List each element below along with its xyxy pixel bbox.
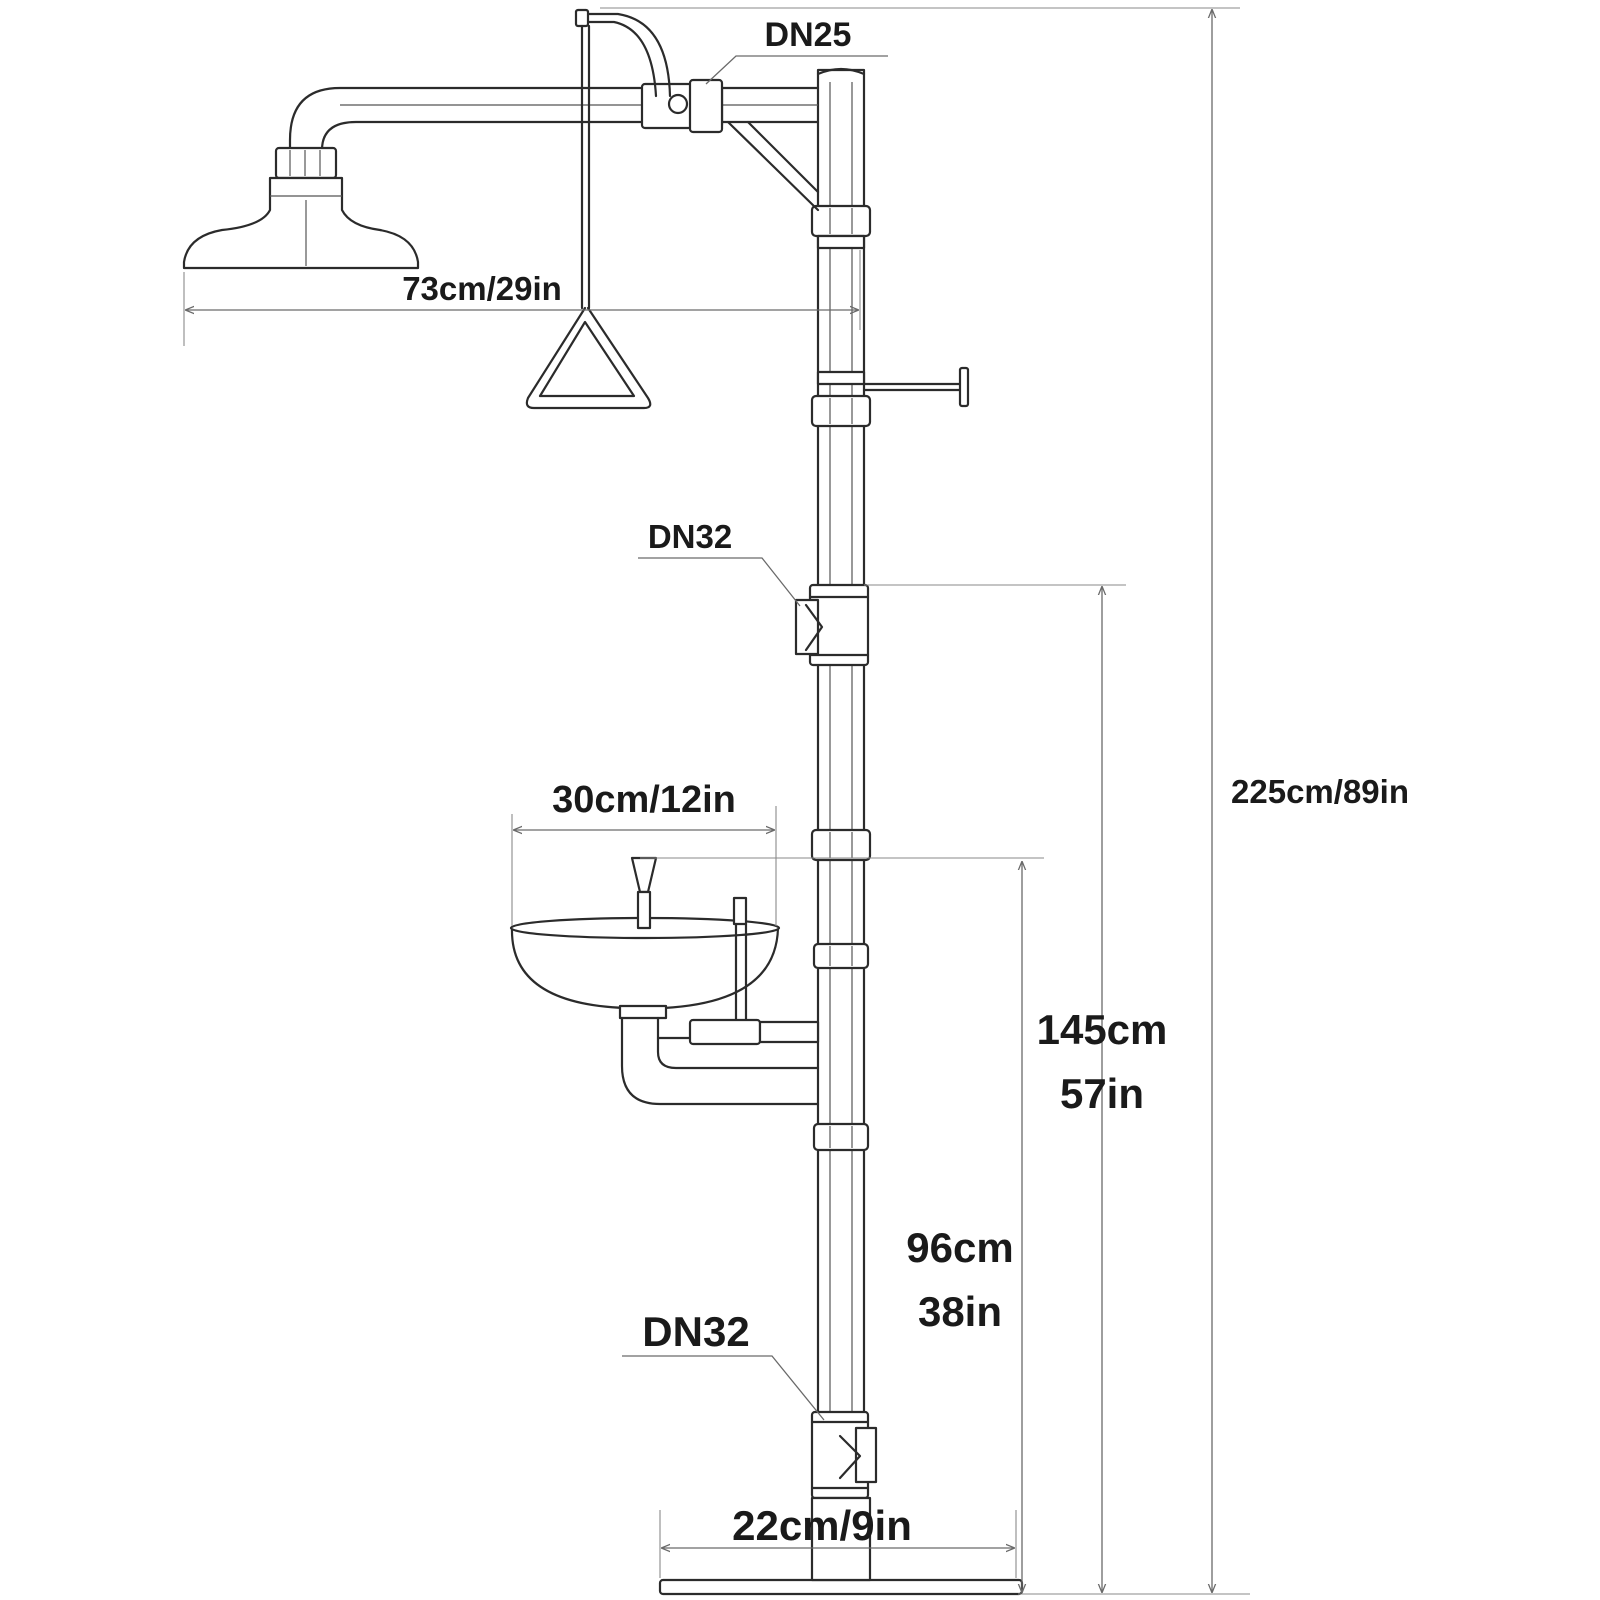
- upper-dn32-valve: [794, 583, 870, 667]
- dn25-label: DN25: [765, 16, 852, 54]
- bowl-height-cm-label: 96cm: [906, 1224, 1013, 1271]
- total-height-label: 225cm/89in: [1231, 773, 1409, 810]
- shower-arm: [288, 86, 820, 212]
- bowl-height-in-label: 38in: [918, 1288, 1002, 1335]
- eyewash-pipes: [618, 1004, 820, 1106]
- base-width-label: 22cm/9in: [732, 1502, 912, 1549]
- dn32-lower-label: DN32: [642, 1308, 749, 1355]
- shower-head: [182, 146, 420, 270]
- pipe-couplings: [810, 204, 872, 1152]
- dn32-upper-label: DN32: [648, 518, 732, 555]
- valve-height-cm-label: 145cm: [1037, 1006, 1168, 1053]
- dimension-lines: [183, 7, 1250, 1595]
- label-leaders: [622, 55, 888, 1421]
- lower-dn32-valve: [810, 1410, 878, 1500]
- bowl-width-label: 30cm/12in: [552, 779, 736, 821]
- dn25-valve: [574, 8, 724, 134]
- side-push-handle: [862, 366, 970, 408]
- eyewash-bowl: [509, 856, 781, 1036]
- pull-rod-handle: [525, 24, 652, 410]
- arm-width-label: 73cm/29in: [402, 270, 562, 307]
- valve-height-in-label: 57in: [1060, 1070, 1144, 1117]
- base-plate: [658, 1496, 1024, 1596]
